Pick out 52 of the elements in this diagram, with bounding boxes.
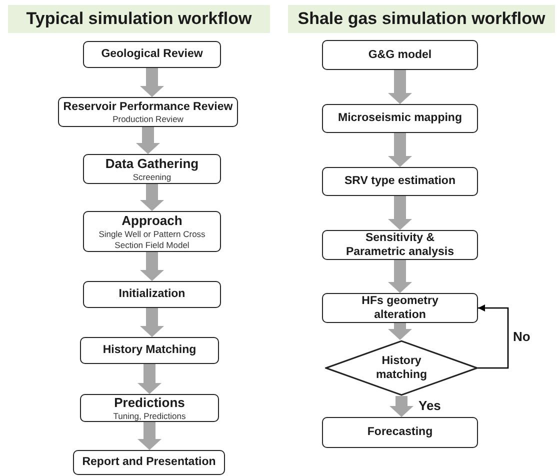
heading-band: Shale gas simulation workflow [288, 5, 555, 33]
process-box [322, 40, 478, 70]
process-box [73, 450, 225, 475]
block-arrow [138, 364, 162, 394]
process-box [58, 97, 238, 127]
feedback-arrow [478, 304, 509, 369]
block-arrow [140, 68, 164, 97]
node-title: HFs geometry alteration [360, 294, 440, 322]
block-arrow [138, 422, 162, 450]
node-subtitle: Production Review [112, 114, 184, 124]
node-subtitle: Tuning, Predictions [112, 410, 187, 422]
block-arrow [388, 260, 412, 293]
block-arrow [388, 133, 412, 167]
edge-label: Yes [418, 398, 442, 412]
node-title: Sensitivity & Parametric analysis [344, 230, 456, 260]
block-arrow [388, 323, 412, 340]
block-arrow [388, 196, 412, 230]
node-title: Reservoir Performance Review [63, 100, 233, 114]
node-title: History matching [374, 354, 428, 382]
process-box [322, 417, 478, 448]
node-title: Data Gathering [105, 156, 199, 172]
decision-diamond [325, 340, 478, 396]
node-title: Microseismic mapping [338, 111, 462, 126]
block-arrow [140, 252, 164, 281]
block-arrow [136, 127, 160, 154]
process-box [83, 211, 221, 252]
node-subtitle: Single Well or Pattern Cross Section Field Model [98, 229, 206, 250]
node-title: Initialization [118, 287, 186, 302]
heading-band: Typical simulation workflow [8, 5, 270, 33]
block-arrow [140, 184, 164, 211]
node-title: Forecasting [367, 425, 433, 440]
block-arrow [390, 396, 414, 417]
process-box [83, 154, 221, 184]
edge-label: No [512, 330, 532, 343]
node-title: History Matching [102, 343, 196, 358]
process-box [80, 337, 219, 364]
process-box [322, 167, 478, 196]
block-arrow [388, 70, 412, 104]
node-title: Approach [122, 212, 182, 229]
process-box [80, 394, 219, 422]
node-title: Predictions [114, 394, 185, 411]
process-box [83, 281, 221, 308]
node-title: G&G model [368, 48, 432, 62]
node-title: Report and Presentation [82, 455, 216, 470]
node-title: Geological Review [101, 47, 203, 62]
node-subtitle: Screening [132, 172, 172, 182]
process-box [322, 230, 478, 260]
process-box [322, 293, 478, 323]
block-arrow [140, 308, 164, 337]
node-title: SRV type estimation [344, 174, 456, 189]
process-box [83, 41, 221, 68]
process-box [322, 104, 478, 133]
